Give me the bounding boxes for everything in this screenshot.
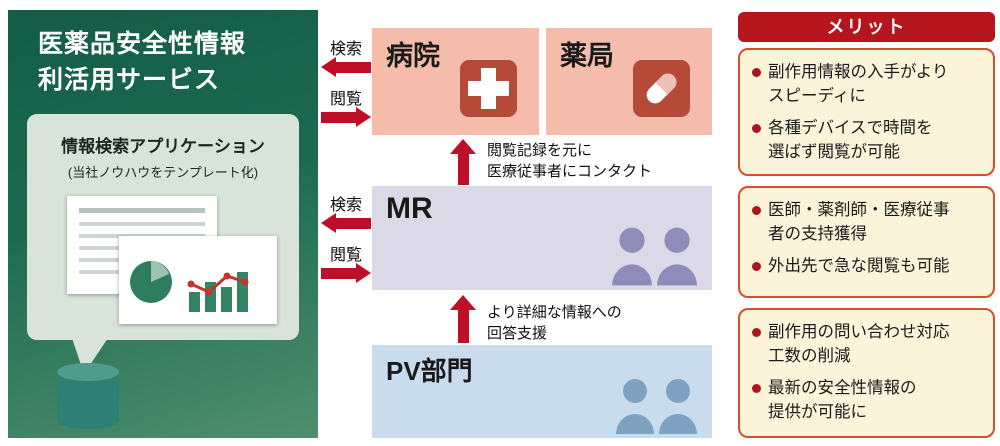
mr-box: MR xyxy=(372,186,712,290)
arrow-shaft xyxy=(321,111,356,123)
service-title: 医薬品安全性情報 利活用サービス xyxy=(38,26,246,98)
pill-icon xyxy=(633,60,690,122)
merit-text: 医師・薬剤師・医療従事 者の支持獲得 xyxy=(768,201,950,243)
merit-item: 外出先で急な閲覧も可能 xyxy=(752,254,985,278)
service-title-line2: 利活用サービス xyxy=(38,66,221,94)
bullet-icon xyxy=(752,68,761,77)
merit-item: 医師・薬剤師・医療従事 者の支持獲得 xyxy=(752,198,985,246)
arrow-head xyxy=(321,213,336,233)
bullet-icon xyxy=(752,384,761,393)
bullet-icon xyxy=(752,124,761,133)
arrow-shaft xyxy=(457,154,469,185)
search-arrow-left-icon xyxy=(321,213,371,233)
database-icon xyxy=(56,362,120,435)
bullet-icon xyxy=(752,262,761,271)
hospital-box: 病院 xyxy=(372,28,539,135)
merit-item: 各種デバイスで時間を 選ばず閲覧が可能 xyxy=(752,116,985,164)
arrow-head xyxy=(450,295,476,310)
support-arrow-up-icon xyxy=(450,295,476,343)
arrow-shaft xyxy=(336,61,371,73)
merit-item: 最新の安全性情報の 提供が可能に xyxy=(752,376,985,424)
arrow-shaft xyxy=(321,267,356,279)
arrow-head xyxy=(356,263,371,283)
search-label-mid: 検索 xyxy=(329,197,362,214)
browse-arrow-right-icon xyxy=(321,107,371,127)
report-cards-illustration xyxy=(47,196,279,336)
service-panel: 医薬品安全性情報 利活用サービス 情報検索アプリケーション (当社ノウハウをテン… xyxy=(8,10,318,438)
pv-people-icon xyxy=(615,378,698,434)
charts-document-icon xyxy=(119,236,277,324)
pharmacy-box: 薬局 xyxy=(546,28,712,135)
merit-box-3: 副作用の問い合わせ対応 工数の削減 最新の安全性情報の 提供が可能に xyxy=(738,308,995,438)
merit-text: 最新の安全性情報の 提供が可能に xyxy=(768,379,917,421)
hospital-label: 病院 xyxy=(386,41,440,71)
browse-label-mid: 閲覧 xyxy=(329,247,362,264)
support-note: より詳細な情報への 回答支援 xyxy=(487,304,622,342)
contact-arrow-up-icon xyxy=(450,139,476,185)
arrow-shaft xyxy=(336,217,371,229)
bullet-icon xyxy=(752,328,761,337)
merit-box-1: 副作用情報の入手がより スピーディに 各種デバイスで時間を 選ばず閲覧が可能 xyxy=(738,48,995,176)
mr-label: MR xyxy=(386,192,433,225)
mr-people-icon xyxy=(611,226,698,286)
pv-label: PV部門 xyxy=(386,356,473,386)
app-title: 情報検索アプリケーション xyxy=(61,137,265,156)
merit-box-2: 医師・薬剤師・医療従事 者の支持獲得 外出先で急な閲覧も可能 xyxy=(738,186,995,298)
pharmacy-label: 薬局 xyxy=(560,41,614,71)
browse-arrow-right-icon xyxy=(321,263,371,283)
arrow-shaft xyxy=(457,310,469,343)
bullet-icon xyxy=(752,206,761,215)
search-arrow-left-icon xyxy=(321,57,371,77)
merits-header: メリット xyxy=(738,12,995,42)
merit-text: 各種デバイスで時間を 選ばず閲覧が可能 xyxy=(768,119,933,161)
contact-note: 閲覧記録を元に 医療従事者にコンタクト xyxy=(487,142,653,180)
arrow-head xyxy=(321,57,336,77)
merit-item: 副作用情報の入手がより スピーディに xyxy=(752,60,985,108)
merit-text: 副作用の問い合わせ対応 工数の削減 xyxy=(768,323,950,365)
pv-box: PV部門 xyxy=(372,345,712,438)
search-label-top: 検索 xyxy=(329,41,362,58)
service-title-line1: 医薬品安全性情報 xyxy=(38,30,247,58)
arrow-head xyxy=(356,107,371,127)
arrow-head xyxy=(450,139,476,154)
cross-icon xyxy=(460,60,517,122)
merit-text: 外出先で急な閲覧も可能 xyxy=(768,257,950,275)
browse-label-top: 閲覧 xyxy=(329,91,362,108)
app-speech-bubble: 情報検索アプリケーション (当社ノウハウをテンプレート化) xyxy=(27,114,299,340)
merit-text: 副作用情報の入手がより スピーディに xyxy=(768,63,949,105)
merit-item: 副作用の問い合わせ対応 工数の削減 xyxy=(752,320,985,368)
app-subtitle: (当社ノウハウをテンプレート化) xyxy=(67,165,259,180)
